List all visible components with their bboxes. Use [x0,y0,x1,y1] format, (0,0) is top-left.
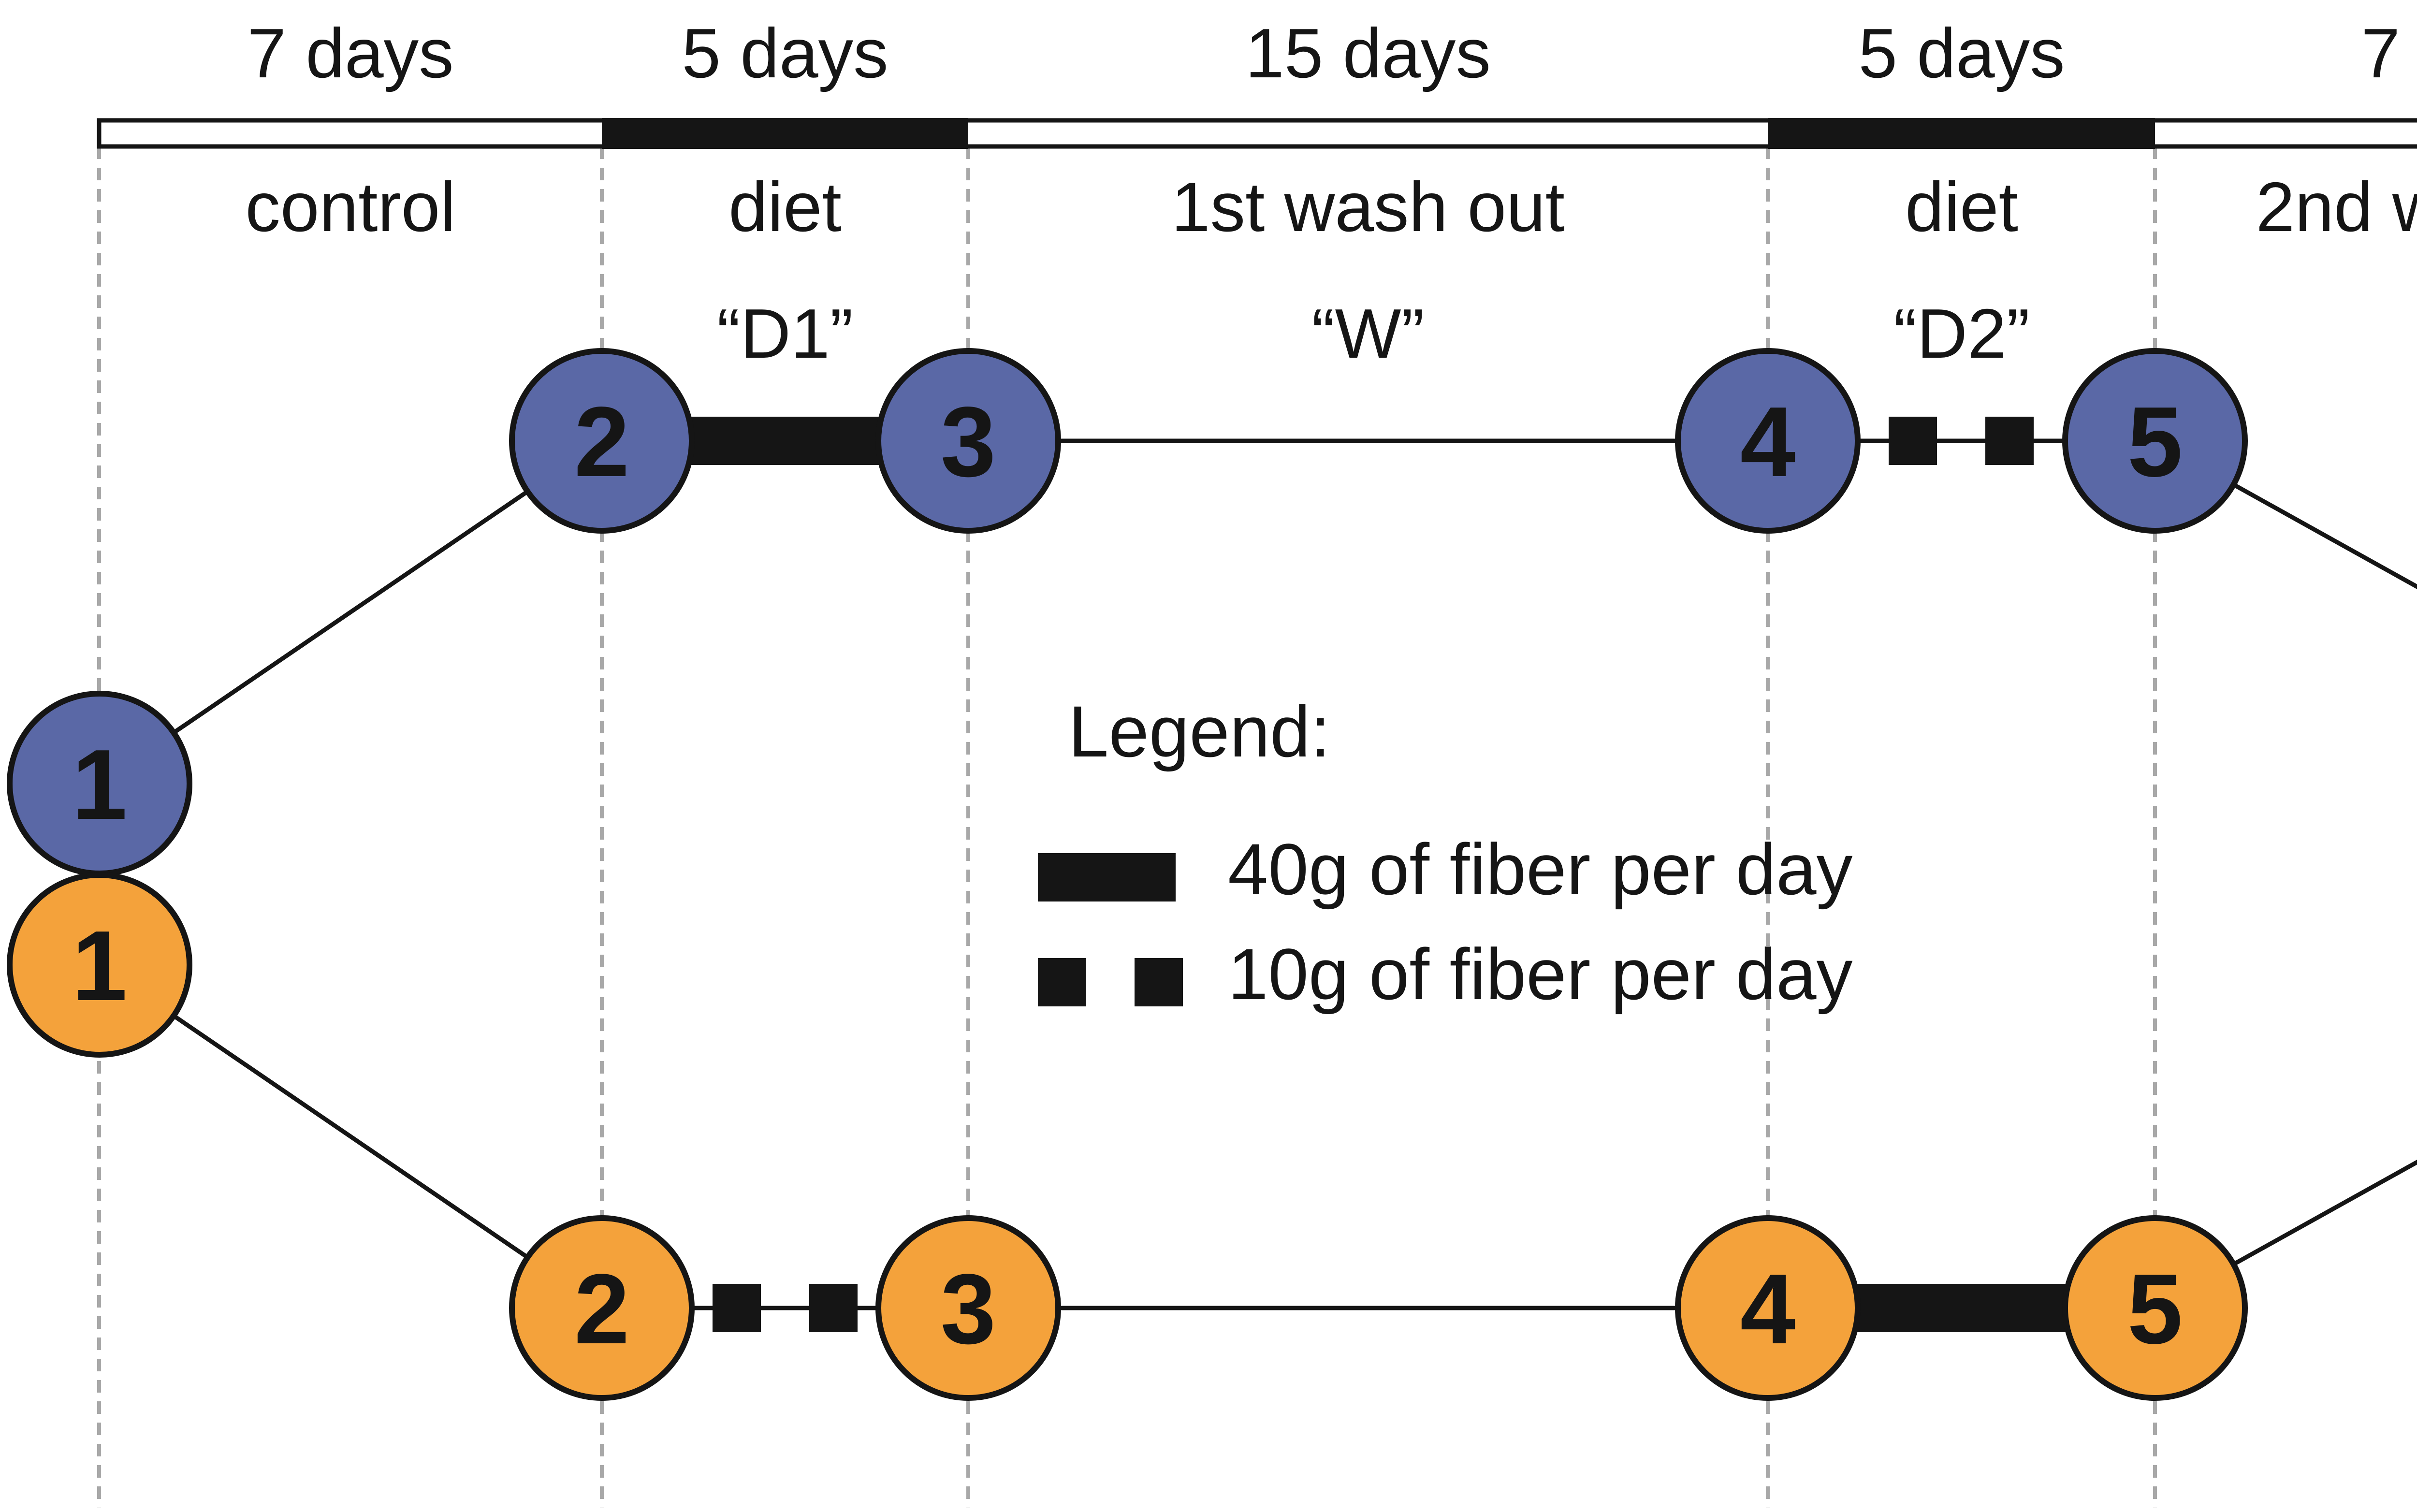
phase-label-washout1: 1st wash out [1171,168,1565,246]
phase-label-diet2: diet [1905,168,2018,246]
bottom-arm-nodes: 1 2 3 4 5 6 [7,872,2248,1401]
fiber-10g-square-top-arm-2 [1985,417,2034,465]
bottom-arm-connector-1-2 [98,963,603,1310]
node-bottom-2-number: 2 [574,1253,630,1365]
node-bottom-4-circle [1675,1215,1861,1401]
duration-label-washout2: 7 days [2361,14,2417,92]
node-bottom-2-circle [509,1215,695,1401]
fiber-dose-symbols [690,417,2067,1332]
period-code-label-d1: “D1” [717,294,853,373]
node-top-4-circle [1675,348,1861,534]
node-top-4-number: 4 [1740,386,1796,497]
legend-swatch-40g-bar [1038,853,1176,901]
timeline-diet2-black-segment [1768,118,2155,149]
node-bottom-4-number: 4 [1740,1253,1796,1365]
top-arm-connector-1-2 [98,439,603,785]
fiber-10g-square-bottom-arm-2 [809,1284,858,1332]
top-arm-connector-5-6 [2154,439,2417,589]
node-bottom-1-number: 1 [72,910,128,1021]
bottom-arm-connector-5-6 [2154,1160,2417,1310]
duration-label-washout1: 15 days [1245,14,1491,92]
node-bottom-5-circle [2062,1215,2248,1401]
node-top-2-number: 2 [574,386,630,497]
node-top-5-circle [2062,348,2248,534]
node-bottom-3-number: 3 [941,1253,996,1365]
top-arm-nodes: 1 2 3 4 5 6 [7,348,2248,876]
node-top-3-circle [875,348,1061,534]
node-bottom-1-circle [7,872,192,1058]
legend-title: Legend: [1068,691,1330,772]
phase-label-control: control [245,168,455,246]
period-code-labels: “D1” “W” “D2” [717,294,2030,373]
duration-label-diet2: 5 days [1858,14,2065,92]
duration-label-control: 7 days [247,14,453,92]
legend-swatch-10g-square-2 [1135,958,1183,1006]
fiber-40g-bar-bottom-arm [1856,1284,2067,1332]
duration-label-diet1: 5 days [682,14,888,92]
node-bottom-3-circle [875,1215,1061,1401]
node-top-2-circle [509,348,695,534]
legend-swatch-10g-square-1 [1038,958,1086,1006]
node-top-5-number: 5 [2127,386,2183,497]
node-top-1-number: 1 [72,729,128,840]
phase-label-diet1: diet [728,168,842,246]
duration-labels: 7 days 5 days 15 days 5 days 7 days [247,14,2417,92]
legend-item-40g-label: 40g of fiber per day [1228,829,1853,910]
timeline-diet1-black-segment [602,118,968,149]
timeline-bar [97,118,2417,149]
node-top-3-number: 3 [941,386,996,497]
fiber-10g-square-top-arm-1 [1889,417,1937,465]
period-code-label-w: “W” [1311,294,1424,373]
legend-item-10g-label: 10g of fiber per day [1228,933,1853,1015]
fiber-40g-bar-top-arm [690,417,880,465]
node-bottom-5-number: 5 [2127,1253,2183,1365]
legend: Legend: 40g of fiber per day 10g of fibe… [1038,691,1853,1015]
fiber-10g-square-bottom-arm-1 [713,1284,761,1332]
phase-labels: control diet 1st wash out diet 2nd wash … [245,168,2417,246]
period-code-label-d2: “D2” [1893,294,2030,373]
phase-label-washout2: 2nd wash out [2256,168,2417,246]
